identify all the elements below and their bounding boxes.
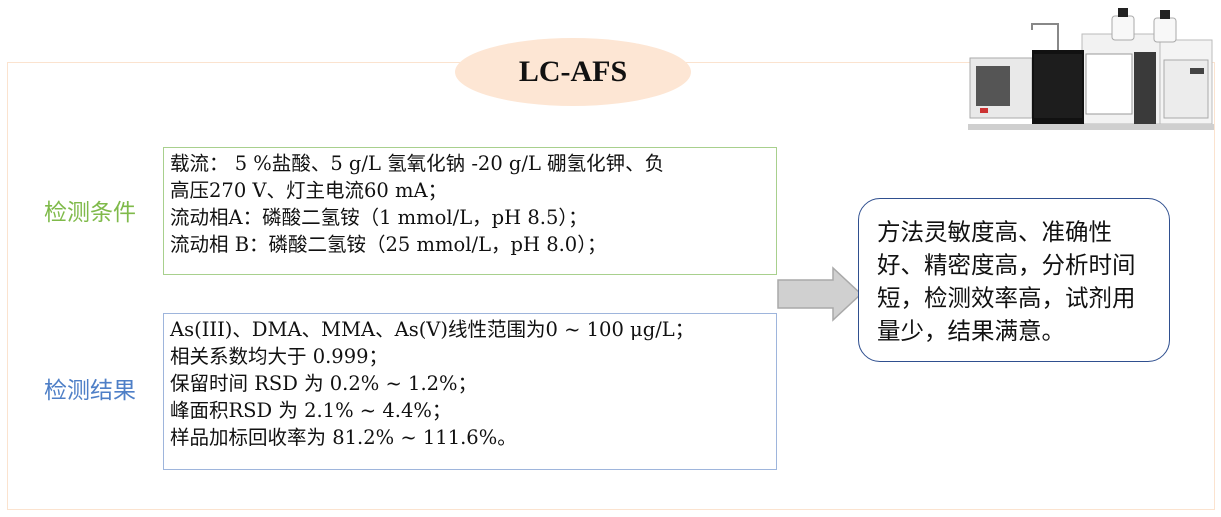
results-box: As(III)、DMA、MMA、As(V)线性范围为0 ~ 100 μg/L； …	[163, 313, 777, 470]
results-line: 峰面积RSD 为 2.1% ~ 4.4%；	[170, 399, 452, 422]
conditions-line: 载流： 5 %盐酸、5 g/L 氢氧化钠 -20 g/L 硼氢化钾、负	[170, 152, 665, 175]
conditions-line: 流动相A：磷酸二氢铵（1 mmol/L，pH 8.5）；	[170, 206, 588, 229]
lc-afs-instrument-image	[968, 8, 1214, 130]
results-label: 检测结果	[44, 378, 136, 404]
results-line: 相关系数均大于 0.999；	[170, 345, 389, 368]
conditions-line: 高压270 V、灯主电流60 mA；	[170, 179, 448, 202]
conditions-label: 检测条件	[44, 200, 136, 226]
conclusion-box: 方法灵敏度高、准确性好、精密度高，分析时间短，检测效率高，试剂用量少，结果满意。	[858, 198, 1170, 362]
results-line: As(III)、DMA、MMA、As(V)线性范围为0 ~ 100 μg/L；	[170, 318, 695, 341]
conditions-box: 载流： 5 %盐酸、5 g/L 氢氧化钠 -20 g/L 硼氢化钾、负 高压27…	[163, 147, 777, 275]
conclusion-text: 方法灵敏度高、准确性好、精密度高，分析时间短，检测效率高，试剂用量少，结果满意。	[877, 218, 1136, 345]
results-line: 样品加标回收率为 81.2% ~ 111.6%。	[170, 426, 517, 449]
diagram-title: LC-AFS	[518, 55, 628, 88]
title-oval: LC-AFS	[455, 38, 691, 106]
conditions-line: 流动相 B：磷酸二氢铵（25 mmol/L，pH 8.0）；	[170, 233, 607, 256]
right-arrow-icon	[777, 266, 863, 322]
results-line: 保留时间 RSD 为 0.2% ~ 1.2%；	[170, 372, 478, 395]
